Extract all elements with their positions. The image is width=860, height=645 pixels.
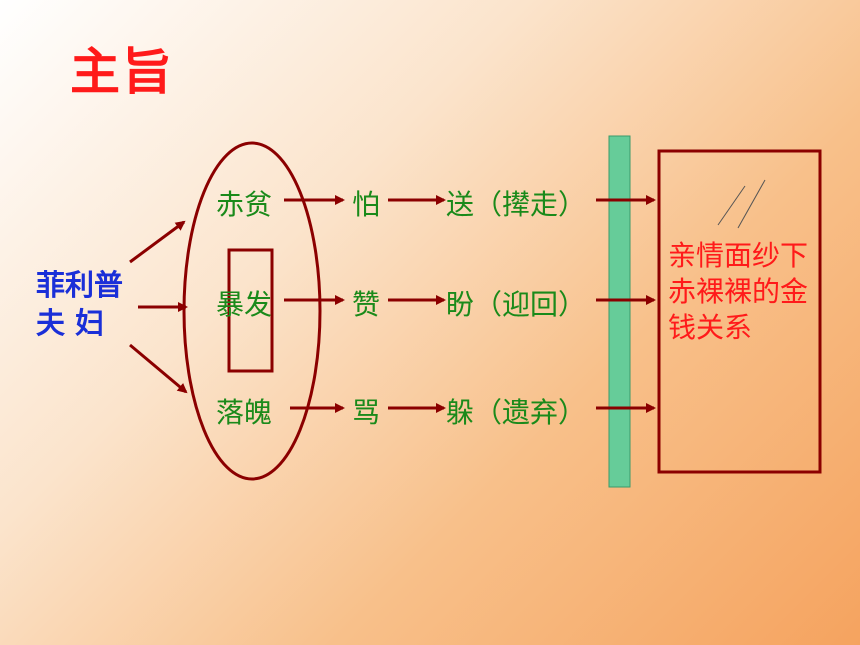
page-title: 主旨 xyxy=(70,43,174,101)
subject-label: 菲利普夫 妇 xyxy=(36,268,124,340)
arrow-subject-top xyxy=(129,220,186,264)
action-label-2: 盼（迎回） xyxy=(446,288,587,321)
separator-bar xyxy=(608,135,631,488)
attitude-label-1: 怕 xyxy=(352,188,381,221)
action-label-3: 躲（遗弃） xyxy=(446,396,587,429)
attitude-label-3: 骂 xyxy=(352,396,381,429)
conclusion-text: 亲情面纱下赤裸裸的金钱关系 xyxy=(668,239,809,344)
slash-mark-1 xyxy=(717,185,746,226)
slash-mark-2 xyxy=(737,179,766,229)
state-label-1: 赤贫 xyxy=(216,188,273,221)
arrow-subject-bottom xyxy=(129,343,188,394)
state-label-3: 落魄 xyxy=(216,396,273,429)
conclusion-box xyxy=(657,149,822,474)
state-label-2: 暴发 xyxy=(216,288,273,321)
action-label-1: 送（撵走） xyxy=(446,188,587,221)
attitude-label-2: 赞 xyxy=(352,288,381,321)
highlight-box xyxy=(227,248,274,373)
